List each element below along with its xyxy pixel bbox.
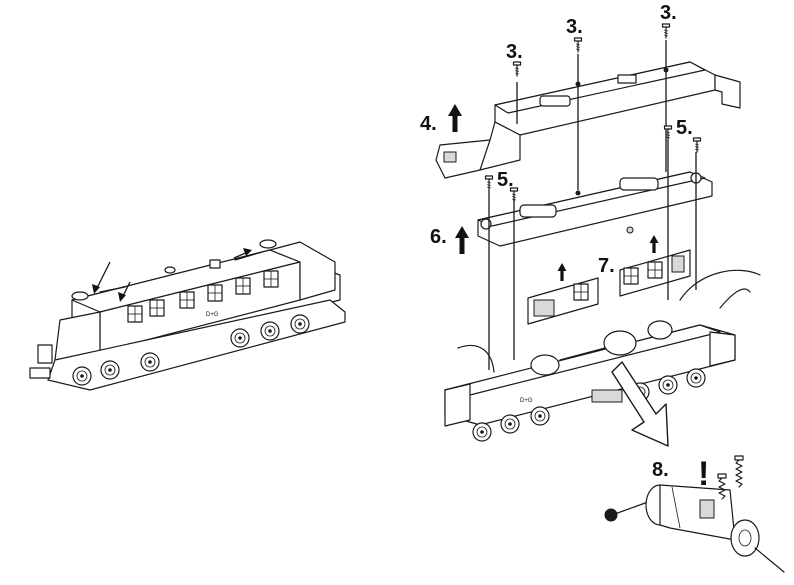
assembled-locomotive: D+G <box>29 239 346 391</box>
top-cover <box>435 61 741 179</box>
step-7-label: 7. <box>598 255 615 277</box>
up-arrow-icon <box>455 226 469 254</box>
screw-icon <box>661 23 671 39</box>
motor-removal-arrow <box>611 361 669 447</box>
chassis: D+G <box>444 269 761 442</box>
step-8-label: 8. <box>652 459 669 481</box>
screw-icon <box>573 37 583 53</box>
step-4-label: 4. <box>420 113 437 135</box>
screw-icon <box>692 137 702 153</box>
step-5-label: 5. <box>676 117 693 139</box>
screw-icon <box>484 175 494 191</box>
step-5-label: 5. <box>497 169 514 191</box>
screw-icon <box>512 61 522 77</box>
up-arrow-icon <box>557 263 567 281</box>
step-3-label: 3. <box>660 2 677 24</box>
alignment-guides <box>488 40 697 370</box>
motor-assembly <box>604 455 785 573</box>
svg-text:D+G: D+G <box>520 398 533 404</box>
step-6-label: 6. <box>430 226 447 248</box>
svg-text:D+G: D+G <box>206 312 219 318</box>
exclamation-icon: ! <box>698 455 709 493</box>
step-3-label: 3. <box>506 41 523 63</box>
up-arrow-icon <box>448 104 462 132</box>
window-panels <box>527 249 691 325</box>
step-3-label: 3. <box>566 16 583 38</box>
up-arrow-icon <box>649 235 659 253</box>
